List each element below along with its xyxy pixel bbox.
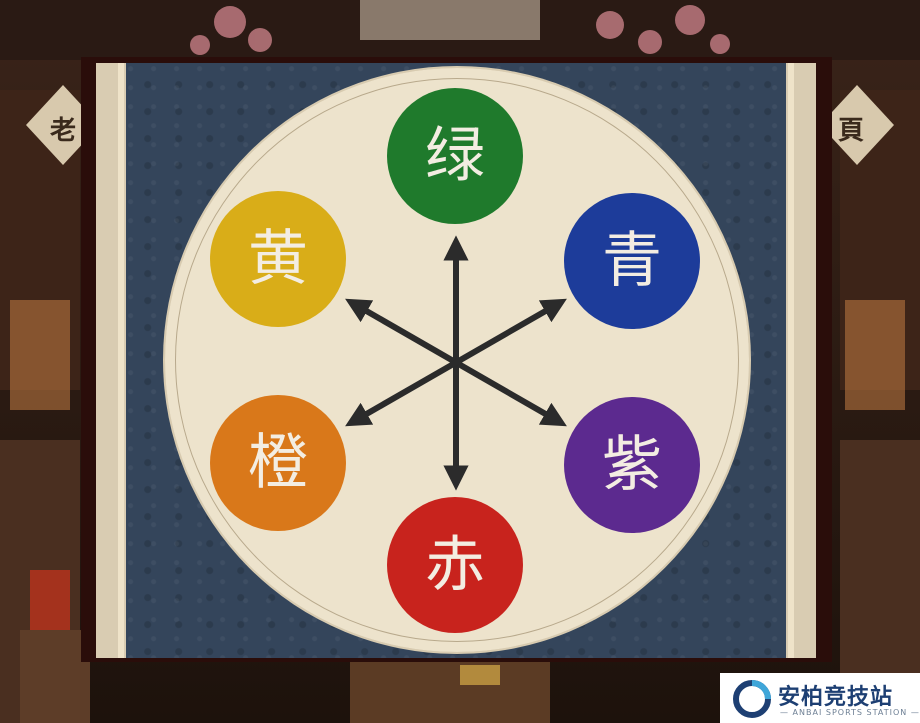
shop-sign-left: 老 (28, 90, 98, 160)
yellow-char: 黄 (248, 224, 308, 294)
blue-char: 青 (602, 226, 662, 296)
scroll-edge-right (788, 63, 794, 658)
watermark-subtext: — ANBAI SPORTS STATION — (780, 708, 920, 717)
purple-char: 紫 (602, 430, 662, 500)
arrow-diagonal-b (345, 298, 567, 427)
orange-char: 橙 (248, 428, 308, 498)
sign-left-char: 老 (50, 116, 77, 146)
color-circle-red[interactable]: 赤 (387, 497, 523, 633)
watermark: 安柏竞技站 — ANBAI SPORTS STATION — (720, 673, 920, 723)
watermark-logo-icon (733, 680, 771, 718)
color-circle-yellow[interactable]: 黄 (210, 191, 346, 327)
color-circle-blue[interactable]: 青 (564, 193, 700, 329)
green-char: 绿 (425, 121, 485, 191)
scroll-edge-left (118, 63, 124, 658)
sign-right-char: 頁 (838, 116, 865, 146)
color-circle-orange[interactable]: 橙 (210, 395, 346, 531)
color-circle-purple[interactable]: 紫 (564, 397, 700, 533)
color-circle-green[interactable]: 绿 (387, 88, 523, 224)
watermark-text: 安柏竞技站 (778, 685, 894, 710)
red-char: 赤 (425, 530, 485, 600)
shop-sign-right: 頁 (820, 90, 890, 160)
